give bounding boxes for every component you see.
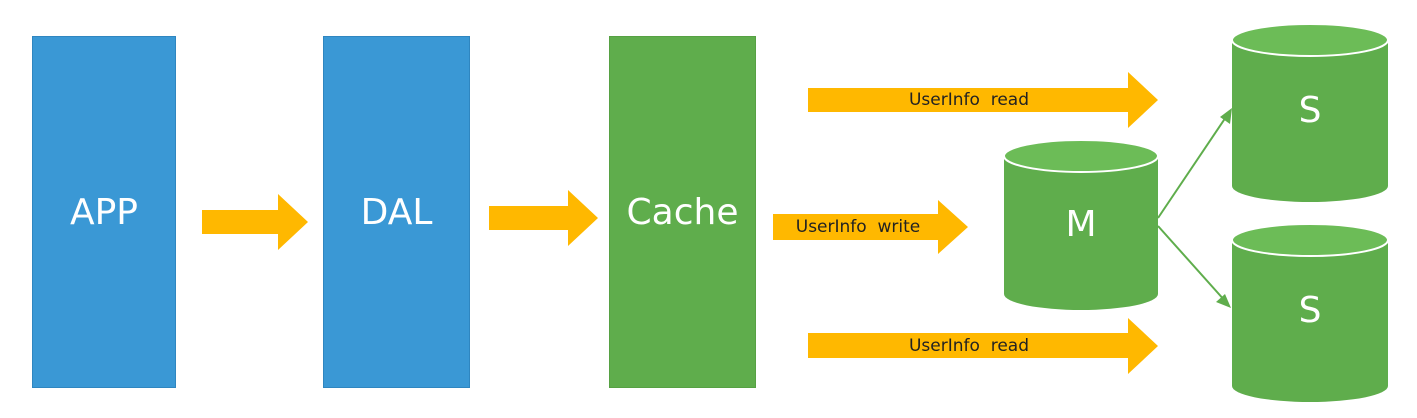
arrow-read-bottom (808, 318, 1158, 374)
cache-box: Cache (609, 36, 756, 388)
cache-label: Cache (626, 191, 739, 233)
app-label: APP (69, 191, 139, 233)
app-box: APP (32, 36, 176, 388)
replication-line-top (1157, 113, 1229, 219)
arrow-write (773, 200, 968, 254)
slave-bottom-cylinder (1231, 223, 1389, 402)
arrow-read-top-label: UserInfo read (908, 90, 1029, 110)
replication-line-bottom (1157, 225, 1227, 303)
master-cylinder (1003, 139, 1159, 310)
arrow-read-bottom-label: UserInfo read (908, 335, 1029, 356)
arrow-dal-to-cache (489, 190, 598, 246)
master-label: M (1065, 203, 1097, 245)
replication-arrowhead-top (1220, 108, 1232, 124)
arrow-write-label: UserInfo write (795, 217, 921, 237)
slave-bottom-label: S (1298, 289, 1322, 331)
replication-arrowhead-bottom (1216, 294, 1231, 308)
slave-top-cylinder (1231, 23, 1389, 202)
dal-box: DAL (323, 36, 470, 388)
slave-top-label: S (1298, 89, 1322, 131)
dal-label: DAL (360, 191, 433, 233)
arrow-read-top (808, 72, 1158, 128)
arrow-app-to-dal (202, 194, 308, 250)
